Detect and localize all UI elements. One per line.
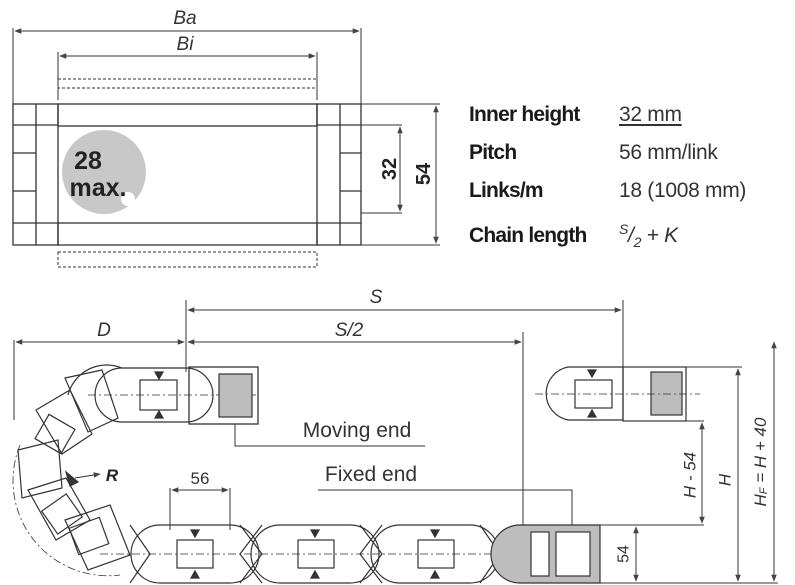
spec-label: Chain length	[469, 224, 587, 247]
spec-label: Pitch	[469, 141, 517, 164]
h-minus-label: H - 54	[681, 452, 700, 498]
moving-end-label: Moving end	[303, 419, 412, 442]
outer-width-label: Ba	[173, 8, 196, 29]
spec-value: 32 mm	[619, 103, 682, 126]
cross-section-view	[12, 28, 440, 268]
half-travel-label: S/2	[335, 320, 364, 341]
inner-width-label: Bi	[177, 34, 195, 55]
radius-label: R	[106, 466, 119, 485]
spec-row-pitch: Pitch 56 mm/link	[469, 134, 789, 172]
spec-value: 18 (1008 mm)	[619, 179, 747, 202]
outer-height-label: 54	[413, 162, 435, 185]
chain-length-formula: S/2 + K	[619, 221, 678, 251]
spec-row-inner-height: Inner height 32 mm	[469, 96, 789, 134]
h-label: H	[716, 473, 735, 486]
spec-row-chain-length: Chain length S/2 + K	[469, 210, 789, 250]
chain-height-label: 54	[616, 545, 633, 563]
spec-value: 56 mm/link	[619, 141, 718, 164]
inner-height-label: 32	[379, 158, 401, 180]
spec-label: Links/m	[469, 179, 544, 202]
pitch-label: 56	[191, 469, 210, 488]
side-view	[12, 300, 778, 584]
fixed-end-label: Fixed end	[325, 463, 417, 486]
spec-table: Inner height 32 mm Pitch 56 mm/link Links/…	[469, 96, 789, 250]
badge-max: max.	[70, 174, 127, 202]
badge-number: 28	[74, 147, 102, 175]
hf-label: HF = H + 40	[751, 417, 771, 506]
d-label: D	[97, 320, 111, 341]
spec-label: Inner height	[469, 103, 580, 126]
travel-label: S	[370, 287, 383, 308]
max-width-badge: 28 max.	[62, 130, 146, 214]
spec-row-links: Links/m 18 (1008 mm)	[469, 172, 789, 210]
